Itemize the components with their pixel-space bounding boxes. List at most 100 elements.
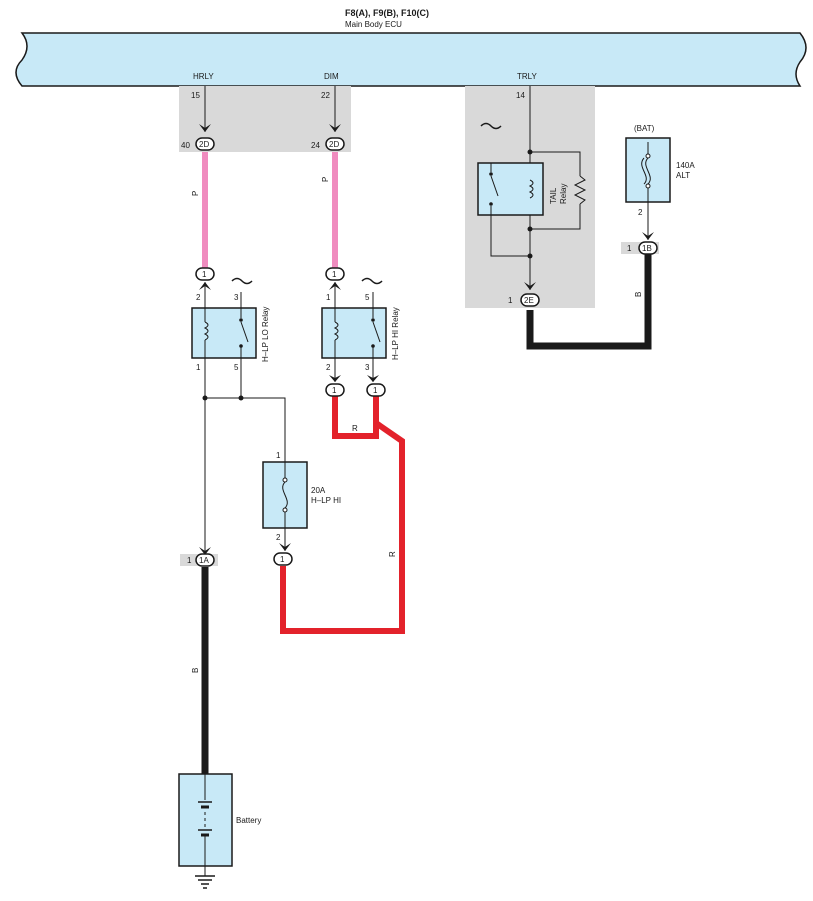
switch-icon [240,321,249,343]
connector-2e [520,293,540,307]
contact-icon [489,172,493,176]
contact-icon [489,202,493,206]
ecu-connector-title: F8(A), F9(B), F10(C) [345,8,429,18]
hi-relay-name: H–LP HI Relay [391,307,400,360]
pin-name-trly: TRLY [517,72,538,81]
coil-icon [333,321,339,341]
connector-label: 1 [373,386,378,395]
junction-dot [202,395,208,401]
tilde-icon [480,122,502,130]
connector-lo-relay-in [195,267,215,281]
pin-number-22: 22 [321,91,330,100]
connector-label: 2D [329,140,339,149]
connector-label: 1 [332,270,337,279]
wire-color-label-p-left: P [191,191,200,196]
connector-fuse-out [273,552,293,566]
arrow-icon [329,124,341,132]
main-body-ecu [15,32,807,87]
fuse-element-icon [282,481,288,509]
resistor-lead [530,204,581,230]
fuse-element-icon [641,157,647,185]
wire-color-label-p-right: P [321,177,330,182]
connector-label: 1A [199,556,209,565]
pin-number-24: 24 [311,141,320,150]
arrow-icon [279,543,291,551]
fuse-terminal [645,183,651,189]
lo-relay-name: H–LP LO Relay [261,307,270,362]
fuse-rating: 20A [311,486,326,495]
pin-number-1-1a: 1 [187,556,192,565]
coil-icon [203,321,209,341]
fuse-element-icon [645,157,651,185]
connector-hi-relay-out-2 [325,383,345,397]
h-lp-lo-relay [191,307,257,359]
battery-label: Battery [236,816,261,825]
pin-number: 1 [276,451,281,460]
alt-fuse-name: ALT [676,171,690,180]
fuse-terminal [645,153,651,159]
pin-number: 3 [365,363,370,372]
arrow-icon [199,124,211,132]
pin-number: 2 [276,533,281,542]
contact-icon [371,318,375,322]
pin-name-hrly: HRLY [193,72,214,81]
black-wire-alt [526,254,652,350]
ecu-name: Main Body ECU [345,20,402,29]
connector-label: 1B [642,244,652,253]
pin-number-14: 14 [516,91,525,100]
contact-icon [239,318,243,322]
connector-hi-relay-out-3 [366,383,386,397]
tail-relay-switch-lead [490,206,530,257]
tail-relay-name-line1: TAIL [549,187,558,204]
arrow-icon [642,232,654,240]
arrow-icon [367,375,379,382]
arrow-icon [524,282,536,290]
wire-color-label-b-bat: B [191,668,200,673]
tail-relay-name-line2: Relay [559,184,568,204]
pin-number: 5 [365,293,370,302]
pin-name-dim: DIM [324,72,339,81]
pin-number-1-1b: 1 [627,244,632,253]
connector-label: 2D [199,140,209,149]
connector-1a [195,553,215,567]
alt-fuse-rating: 140A [676,161,695,170]
pin-number: 1 [196,363,201,372]
pin-number-1-2e: 1 [508,296,513,305]
connector-label: 1 [202,270,207,279]
connector-2d-left [195,137,215,151]
tail-relay [477,162,544,216]
red-wire-hi-relay-loop [332,396,379,439]
pin-number: 3 [234,293,239,302]
tilde-icon [231,277,253,285]
switch-icon [490,175,499,197]
wire-color-label-b-alt: B [634,292,643,297]
connector-label: 1 [332,386,337,395]
tilde-icon [361,277,383,285]
fuse-name: H–LP HI [311,496,341,505]
switch-icon [372,321,381,343]
pin-number-15: 15 [191,91,200,100]
arrow-icon [329,375,341,382]
coil-icon [528,179,534,199]
resistor-lead [530,151,581,176]
fuse-terminal [282,477,288,483]
pin-number: 2 [638,208,643,217]
h-lp-hi-relay [321,307,387,359]
pin-number: 2 [196,293,201,302]
alt-fuse-tag: (BAT) [634,124,655,133]
pin-number: 1 [326,293,331,302]
fuse-terminal [282,507,288,513]
wire-color-label-r-top: R [352,424,358,433]
fuse-feed-wire [205,397,286,462]
connector-1b [638,241,658,255]
pin-number-40: 40 [181,141,190,150]
resistor-icon [573,175,587,205]
connector-label: 1 [280,555,285,564]
red-wire-to-fuse [280,420,405,634]
pin-number: 5 [234,363,239,372]
connector-hi-relay-in [325,267,345,281]
arrow-icon [199,547,211,555]
connector-2d-right [325,137,345,151]
pin-number: 2 [326,363,331,372]
